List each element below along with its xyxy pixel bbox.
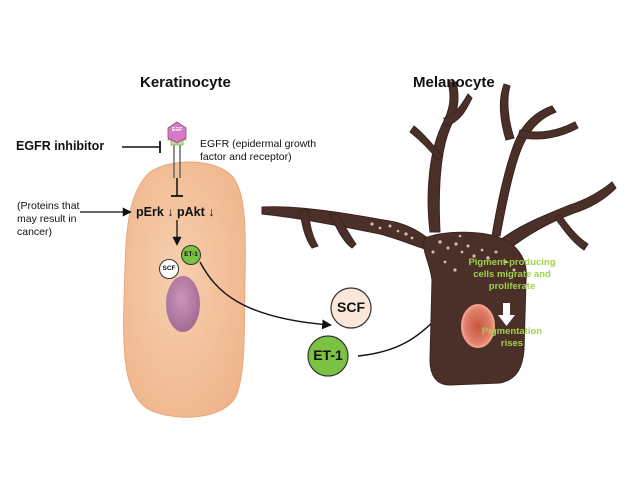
egfr-label-line1: EGFR (epidermal growth — [200, 138, 317, 150]
scf-signal-label: SCF — [337, 299, 365, 315]
pigmentation-line1: Pigmentation — [481, 326, 543, 337]
migrate-line1: Pigment-producing — [468, 257, 556, 268]
pigment-up-arrow — [498, 303, 515, 326]
et1-signal-label: ET-1 — [313, 347, 343, 363]
keratinocyte-title: Keratinocyte — [140, 74, 231, 91]
proteins-label-line1: (Proteins that — [17, 200, 80, 212]
egf-ligand — [167, 121, 187, 144]
proteins-label-line3: cancer) — [17, 226, 53, 238]
migrate-line3: proliferate — [488, 281, 536, 292]
egf-label: EGF — [172, 127, 183, 133]
scf-signal-circle — [330, 287, 372, 329]
melanin-granules — [370, 222, 516, 272]
scf-small-circle — [159, 259, 179, 279]
migrate-line2: cells migrate and — [473, 269, 551, 280]
et1-small-circle — [181, 245, 201, 265]
pigmentation-line2: rises — [500, 338, 524, 349]
melanocyte-nucleus — [461, 304, 495, 348]
keratinocyte-nucleus — [166, 276, 200, 332]
melanocyte-cell — [261, 81, 617, 386]
et1-signal-circle — [307, 335, 349, 377]
receptor-to-perk-inhibition — [171, 178, 183, 197]
et1-small-label: ET-1 — [184, 251, 198, 258]
proteins-label-line2: may result in — [17, 213, 77, 225]
perk-pakt-label: pErk ↓ pAkt ↓ — [136, 205, 215, 219]
inhibitor-line — [122, 141, 161, 153]
signal-release-arrow — [199, 261, 332, 330]
egfr-label-line2: factor and receptor) — [200, 151, 292, 163]
egfr-inhibitor-label: EGFR inhibitor — [16, 139, 105, 153]
melanocyte-title: Melanocyte — [413, 74, 495, 91]
scf-small-label: SCF — [162, 265, 176, 272]
